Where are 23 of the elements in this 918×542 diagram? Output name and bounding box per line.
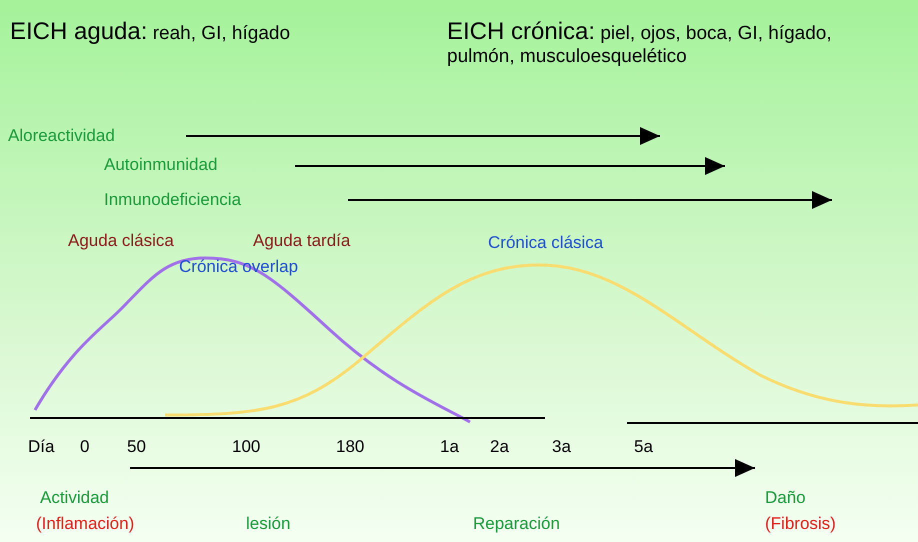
curve-label: Aguda clásica	[68, 231, 174, 251]
phase-label: (Fibrosis)	[765, 514, 836, 534]
phase-label: (Inflamación)	[36, 514, 134, 534]
axis-tick-label: Día	[28, 437, 54, 457]
heading: EICH aguda: reah, GI, hígado	[10, 18, 292, 46]
axis-tick-label: 1a	[440, 437, 459, 457]
process-label: Autoinmunidad	[104, 155, 218, 175]
phase-label: Actividad	[40, 488, 109, 508]
curve-label: Aguda tardía	[253, 231, 350, 251]
axis-tick-label: 5a	[634, 437, 653, 457]
process-label: Inmunodeficiencia	[104, 190, 242, 210]
heading: EICH crónica: piel, ojos, boca, GI, hígado, pulmón, musculoesquelético	[447, 18, 833, 68]
axis-tick-label: 180	[336, 437, 364, 457]
axis-tick-label: 2a	[490, 437, 509, 457]
axis-tick-label: 100	[232, 437, 260, 457]
axis-tick-label: 50	[127, 437, 146, 457]
axis-tick-label: 0	[80, 437, 90, 457]
phase-label: lesión	[246, 514, 290, 534]
phase-label: Daño	[765, 488, 806, 508]
curve-label: Crónica clásica	[488, 233, 604, 253]
phase-label: Reparación	[473, 514, 560, 534]
process-label: Aloreactividad	[8, 126, 115, 146]
axis-tick-label: 3a	[552, 437, 571, 457]
